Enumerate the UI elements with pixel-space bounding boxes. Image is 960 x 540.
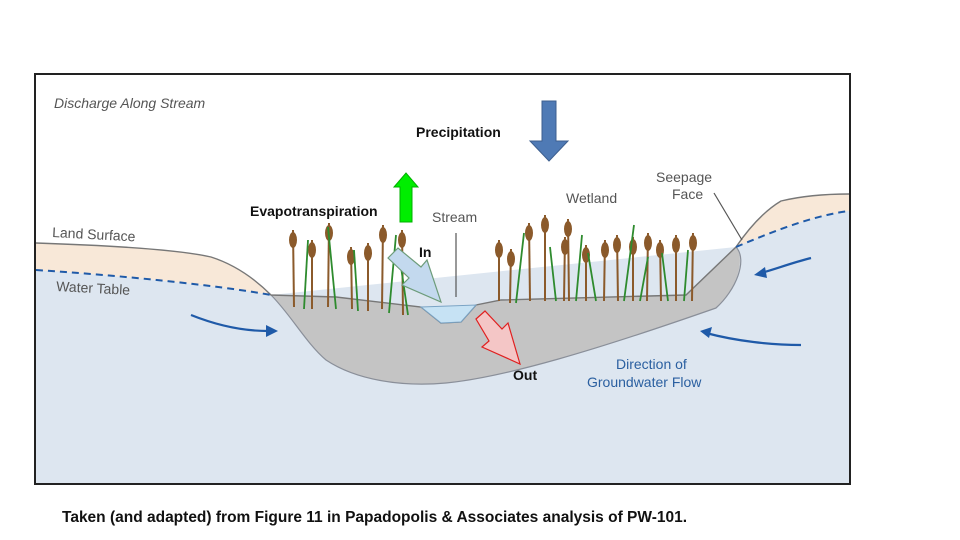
precipitation-arrow xyxy=(530,101,568,161)
face-label: Face xyxy=(672,186,703,202)
wetland-label: Wetland xyxy=(566,190,617,206)
figure-caption: Taken (and adapted) from Figure 11 in Pa… xyxy=(62,509,687,527)
out-label: Out xyxy=(513,367,537,383)
wetland-discharge-diagram: Discharge Along Stream Precipitation Eva… xyxy=(36,75,849,483)
cattail-head xyxy=(507,251,515,267)
evapotranspiration-label: Evapotranspiration xyxy=(250,203,378,219)
groundwater-flow-label-line1: Direction of xyxy=(616,356,687,372)
cattail-head xyxy=(364,245,372,261)
cattail-head xyxy=(289,232,297,248)
cattail-head xyxy=(689,235,697,251)
cattail-head xyxy=(308,242,316,258)
cattail-head xyxy=(379,227,387,243)
cattail-head xyxy=(525,225,533,241)
diagram-frame: Discharge Along Stream Precipitation Eva… xyxy=(34,73,851,485)
land-surface-label: Land Surface xyxy=(52,224,136,244)
cattail-head xyxy=(495,242,503,258)
in-label: In xyxy=(419,244,431,260)
cattail-head xyxy=(672,237,680,253)
cattail-head xyxy=(564,221,572,237)
cattail-head xyxy=(601,242,609,258)
cattail-head xyxy=(644,235,652,251)
cattail-head xyxy=(398,232,406,248)
seepage-label: Seepage xyxy=(656,169,712,185)
seepage-face-leader xyxy=(714,193,742,240)
cattail-head xyxy=(541,217,549,233)
groundwater-flow-label-line2: Groundwater Flow xyxy=(587,374,702,390)
cattail-head xyxy=(613,237,621,253)
stream-label: Stream xyxy=(432,209,477,225)
diagram-title: Discharge Along Stream xyxy=(54,95,206,111)
precipitation-label: Precipitation xyxy=(416,124,501,140)
evapotranspiration-arrow xyxy=(394,173,418,222)
